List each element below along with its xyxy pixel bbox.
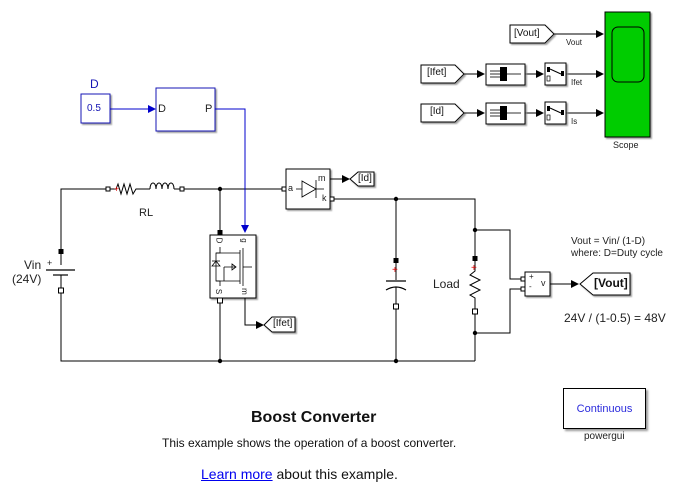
learn-more-suffix: about this example. <box>272 466 398 482</box>
goto-ifet-tag[interactable] <box>263 316 296 333</box>
junction-dots <box>217 186 478 364</box>
diode-port-a: a <box>288 183 294 193</box>
from-ifet-text: [Ifet] <box>427 67 447 78</box>
goto-vout-tag[interactable] <box>579 272 631 296</box>
capacitor-block[interactable] <box>385 258 407 310</box>
switch-ifet[interactable] <box>544 62 567 86</box>
powergui-label: powergui <box>584 431 625 442</box>
rl-polarity-mark: + <box>114 184 119 194</box>
duty-constant-label: D <box>90 77 99 91</box>
bus-selector-ifet[interactable] <box>485 63 526 86</box>
pwm-input-port-label: D <box>158 103 166 115</box>
diode-block[interactable] <box>281 168 335 210</box>
formula-result: 24V / (1-0.5) = 48V <box>564 311 666 325</box>
scope-signal-lines <box>464 30 604 117</box>
power-wires <box>60 188 521 362</box>
mosfet-port-d: D <box>214 237 224 244</box>
vin-value-label: (24V) <box>12 272 42 286</box>
scope-label: Scope <box>613 140 639 150</box>
goto-id-text: [Id] <box>358 173 372 184</box>
wire-vm-plus[interactable] <box>475 229 521 280</box>
from-ifet-tag[interactable] <box>420 64 465 84</box>
signal-label-is: Is <box>571 117 578 126</box>
from-vout-tag[interactable] <box>509 24 555 44</box>
signal-label-vout: Vout <box>566 38 583 47</box>
mosfet-port-g: g <box>239 238 249 243</box>
switch-id[interactable] <box>544 101 567 125</box>
signal-label-ifet: Ifet <box>571 78 583 87</box>
load-polarity-mark: + <box>471 263 477 274</box>
duty-constant-block[interactable] <box>80 93 111 124</box>
vm-minus-label: - <box>529 282 532 291</box>
formula-line2: where: D=Duty cycle <box>571 248 663 259</box>
vm-plus-label: + <box>529 272 534 281</box>
cap-polarity-mark: + <box>392 265 398 276</box>
load-label: Load <box>433 277 460 291</box>
wire-vm-minus[interactable] <box>475 288 521 334</box>
signal-mosfet-m-to-ifet[interactable] <box>244 298 264 329</box>
wire-vin-top[interactable] <box>60 188 108 252</box>
learn-more-line: Learn more about this example. <box>201 466 398 482</box>
bus-selector-id[interactable] <box>485 102 526 125</box>
model-description: This example shows the operation of a bo… <box>162 436 457 450</box>
pwm-generator-block[interactable] <box>155 87 216 132</box>
vin-label: Vin <box>24 258 42 272</box>
powergui-block[interactable]: Continuous <box>563 388 646 429</box>
powergui-mode: Continuous <box>576 402 633 415</box>
model-title: Boost Converter <box>251 409 377 426</box>
voltage-measurement-block[interactable] <box>520 271 551 297</box>
mosfet-port-s: S <box>214 288 224 295</box>
mosfet-port-m: m <box>239 288 249 295</box>
goto-ifet-text: [Ifet] <box>273 318 293 329</box>
mosfet-block[interactable] <box>209 230 257 304</box>
vin-plus-mark: + <box>47 258 53 268</box>
pwm-output-port-label: P <box>205 103 213 115</box>
rl-branch-block[interactable] <box>105 182 185 196</box>
learn-more-link[interactable]: Learn more <box>201 466 273 482</box>
duty-constant-value: 0.5 <box>87 103 101 114</box>
signal-pwm-to-gate[interactable] <box>215 108 249 233</box>
wire-diode-to-output[interactable] <box>333 198 476 229</box>
formula-line1: Vout = Vin/ (1-D) <box>571 236 646 247</box>
load-block[interactable] <box>468 256 482 315</box>
vin-source-block[interactable] <box>46 249 75 294</box>
vm-output-label: v <box>541 278 546 288</box>
goto-id-tag[interactable] <box>349 171 375 187</box>
rl-label: RL <box>139 207 154 219</box>
diode-port-m: m <box>318 173 326 183</box>
from-id-text: [Id] <box>430 106 444 117</box>
from-vout-text: [Vout] <box>514 28 540 39</box>
from-id-tag[interactable] <box>420 103 465 123</box>
wire-vin-bottom[interactable] <box>60 291 475 362</box>
scope-block[interactable] <box>604 11 651 138</box>
goto-vout-text: [Vout] <box>594 276 628 290</box>
diode-port-k: k <box>322 193 327 203</box>
